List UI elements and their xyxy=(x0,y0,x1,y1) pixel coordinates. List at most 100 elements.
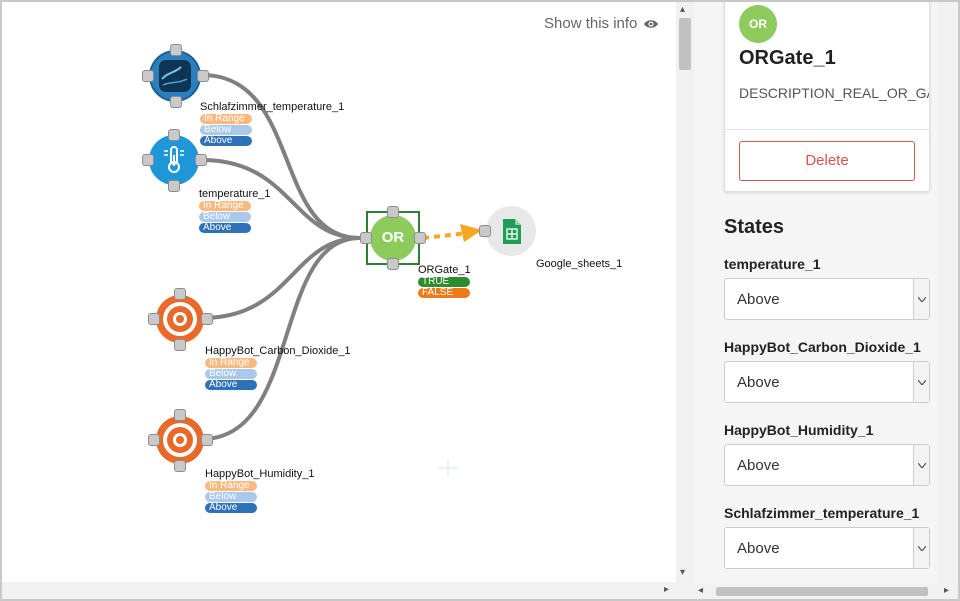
state-select-carbon-dioxide[interactable]: Above xyxy=(724,361,930,403)
scroll-left-arrow-icon[interactable]: ◂ xyxy=(698,585,704,596)
node-label-google-sheets: Google_sheets_1 xyxy=(536,258,623,270)
selected-value: Above xyxy=(737,374,780,391)
state-pill-below: Below xyxy=(205,492,257,502)
handle-orgate-bottom[interactable] xyxy=(387,258,399,270)
selected-value: Above xyxy=(737,457,780,474)
card-title: ORGate_1 xyxy=(739,47,836,69)
google-sheets-icon xyxy=(503,219,521,244)
handle-orgate-top[interactable] xyxy=(387,206,399,218)
chevron-down-icon[interactable] xyxy=(913,362,929,402)
wire-temperature-to-or xyxy=(200,158,362,240)
connection-wires xyxy=(200,73,482,478)
properties-panel: OR ORGate_1 DESCRIPTION_REAL_OR_GATE Del… xyxy=(694,2,958,584)
handle-co2-right[interactable] xyxy=(201,313,213,325)
state-pill-above: Above xyxy=(200,136,252,146)
selected-value: Above xyxy=(737,291,780,308)
properties-panel-content: OR ORGate_1 DESCRIPTION_REAL_OR_GATE Del… xyxy=(708,2,938,584)
state-pill-below: Below xyxy=(200,125,252,135)
target-icon xyxy=(156,416,204,464)
state-label-carbon-dioxide: HappyBot_Carbon_Dioxide_1 xyxy=(724,339,921,355)
target-icon xyxy=(156,295,204,343)
eye-icon xyxy=(644,19,659,28)
state-label-schlafzimmer: Schlafzimmer_temperature_1 xyxy=(724,505,920,521)
scroll-down-arrow-icon[interactable]: ▾ xyxy=(680,567,686,578)
node-label-orgate: ORGate_1 xyxy=(418,264,471,276)
handle-schlafzimmer-right[interactable] xyxy=(197,70,209,82)
chevron-down-icon[interactable] xyxy=(913,445,929,485)
handle-co2-left[interactable] xyxy=(148,313,160,325)
wire-arrowhead xyxy=(460,224,482,242)
chevron-down-icon[interactable] xyxy=(913,279,929,319)
card-description: DESCRIPTION_REAL_OR_GATE xyxy=(739,85,929,101)
handle-co2-bottom[interactable] xyxy=(174,339,186,351)
node-label-schlafzimmer: Schlafzimmer_temperature_1 xyxy=(200,101,345,113)
show-info-toggle[interactable]: Show this info xyxy=(544,15,659,32)
node-label-temperature: temperature_1 xyxy=(199,188,271,200)
handle-temperature-top[interactable] xyxy=(168,129,180,141)
avatar: OR xyxy=(739,5,777,43)
state-label-temperature: temperature_1 xyxy=(724,256,821,272)
state-select-schlafzimmer[interactable]: Above xyxy=(724,527,930,569)
handle-temperature-bottom[interactable] xyxy=(168,180,180,192)
state-pill-above: Above xyxy=(205,380,257,390)
scroll-up-arrow-icon[interactable]: ▴ xyxy=(680,4,686,15)
canvas-vertical-scroll-thumb[interactable] xyxy=(679,18,691,70)
wire-schlafzimmer-to-or xyxy=(200,73,362,240)
handle-temperature-right[interactable] xyxy=(195,154,207,166)
state-select-humidity[interactable]: Above xyxy=(724,444,930,486)
node-detail-card: OR ORGate_1 DESCRIPTION_REAL_OR_GATE Del… xyxy=(724,2,930,192)
state-pill-in-range: In Range xyxy=(200,114,252,124)
canvas-horizontal-scrollbar[interactable]: ▸ xyxy=(2,582,694,599)
or-badge: OR xyxy=(381,229,405,246)
delete-button[interactable]: Delete xyxy=(739,141,915,181)
output-pill-false: FALSE xyxy=(418,288,470,298)
state-pill-above: Above xyxy=(199,223,251,233)
canvas-vertical-scrollbar[interactable]: ▴ ▾ xyxy=(676,2,694,582)
state-label-humidity: HappyBot_Humidity_1 xyxy=(724,422,874,438)
scroll-right-arrow-icon[interactable]: ▸ xyxy=(664,584,670,595)
state-select-temperature[interactable]: Above xyxy=(724,278,930,320)
thermometer-icon xyxy=(164,146,184,173)
node-google-sheets[interactable] xyxy=(486,206,536,256)
node-schlafzimmer-temperature[interactable] xyxy=(149,50,201,102)
scroll-right-arrow-icon[interactable]: ▸ xyxy=(944,585,950,596)
wire-co2-to-or xyxy=(200,236,362,320)
card-divider xyxy=(725,129,929,130)
states-heading: States xyxy=(724,216,785,238)
node-label-carbon-dioxide: HappyBot_Carbon_Dioxide_1 xyxy=(205,345,351,357)
selected-value: Above xyxy=(737,540,780,557)
handle-temperature-left[interactable] xyxy=(142,154,154,166)
handle-schlafzimmer-top[interactable] xyxy=(170,44,182,56)
handle-sheets-left[interactable] xyxy=(479,225,491,237)
node-orgate[interactable]: OR xyxy=(370,215,416,261)
state-pill-below: Below xyxy=(205,369,257,379)
flow-canvas[interactable]: Show this info Schlafzimmer_temperature_… xyxy=(2,2,676,582)
show-info-label: Show this info xyxy=(544,15,638,32)
state-pill-below: Below xyxy=(199,212,251,222)
state-pill-in-range: In Range xyxy=(199,201,251,211)
handle-humidity-top[interactable] xyxy=(174,409,186,421)
handle-schlafzimmer-left[interactable] xyxy=(142,70,154,82)
state-pill-in-range: In Range xyxy=(205,481,257,491)
panel-horizontal-scrollbar[interactable]: ◂ ▸ xyxy=(694,584,958,599)
handle-orgate-left[interactable] xyxy=(360,232,372,244)
node-carbon-dioxide[interactable] xyxy=(155,294,205,344)
state-pill-in-range: In Range xyxy=(205,358,257,368)
handle-humidity-bottom[interactable] xyxy=(174,460,186,472)
wire-humidity-to-or xyxy=(200,236,362,441)
handle-co2-top[interactable] xyxy=(174,288,186,300)
state-pill-above: Above xyxy=(205,503,257,513)
node-humidity[interactable] xyxy=(155,415,205,465)
node-label-humidity: HappyBot_Humidity_1 xyxy=(205,468,315,480)
node-temperature[interactable] xyxy=(149,135,199,185)
output-pill-true: TRUE xyxy=(418,277,470,287)
handle-orgate-right[interactable] xyxy=(414,232,426,244)
handle-humidity-right[interactable] xyxy=(201,434,213,446)
panel-horizontal-scroll-thumb[interactable] xyxy=(716,587,928,596)
handle-humidity-left[interactable] xyxy=(148,434,160,446)
thermostat-device-icon xyxy=(151,52,199,100)
chevron-down-icon[interactable] xyxy=(913,528,929,568)
panel-vertical-scrollbar[interactable] xyxy=(938,2,956,584)
handle-schlafzimmer-bottom[interactable] xyxy=(170,96,182,108)
